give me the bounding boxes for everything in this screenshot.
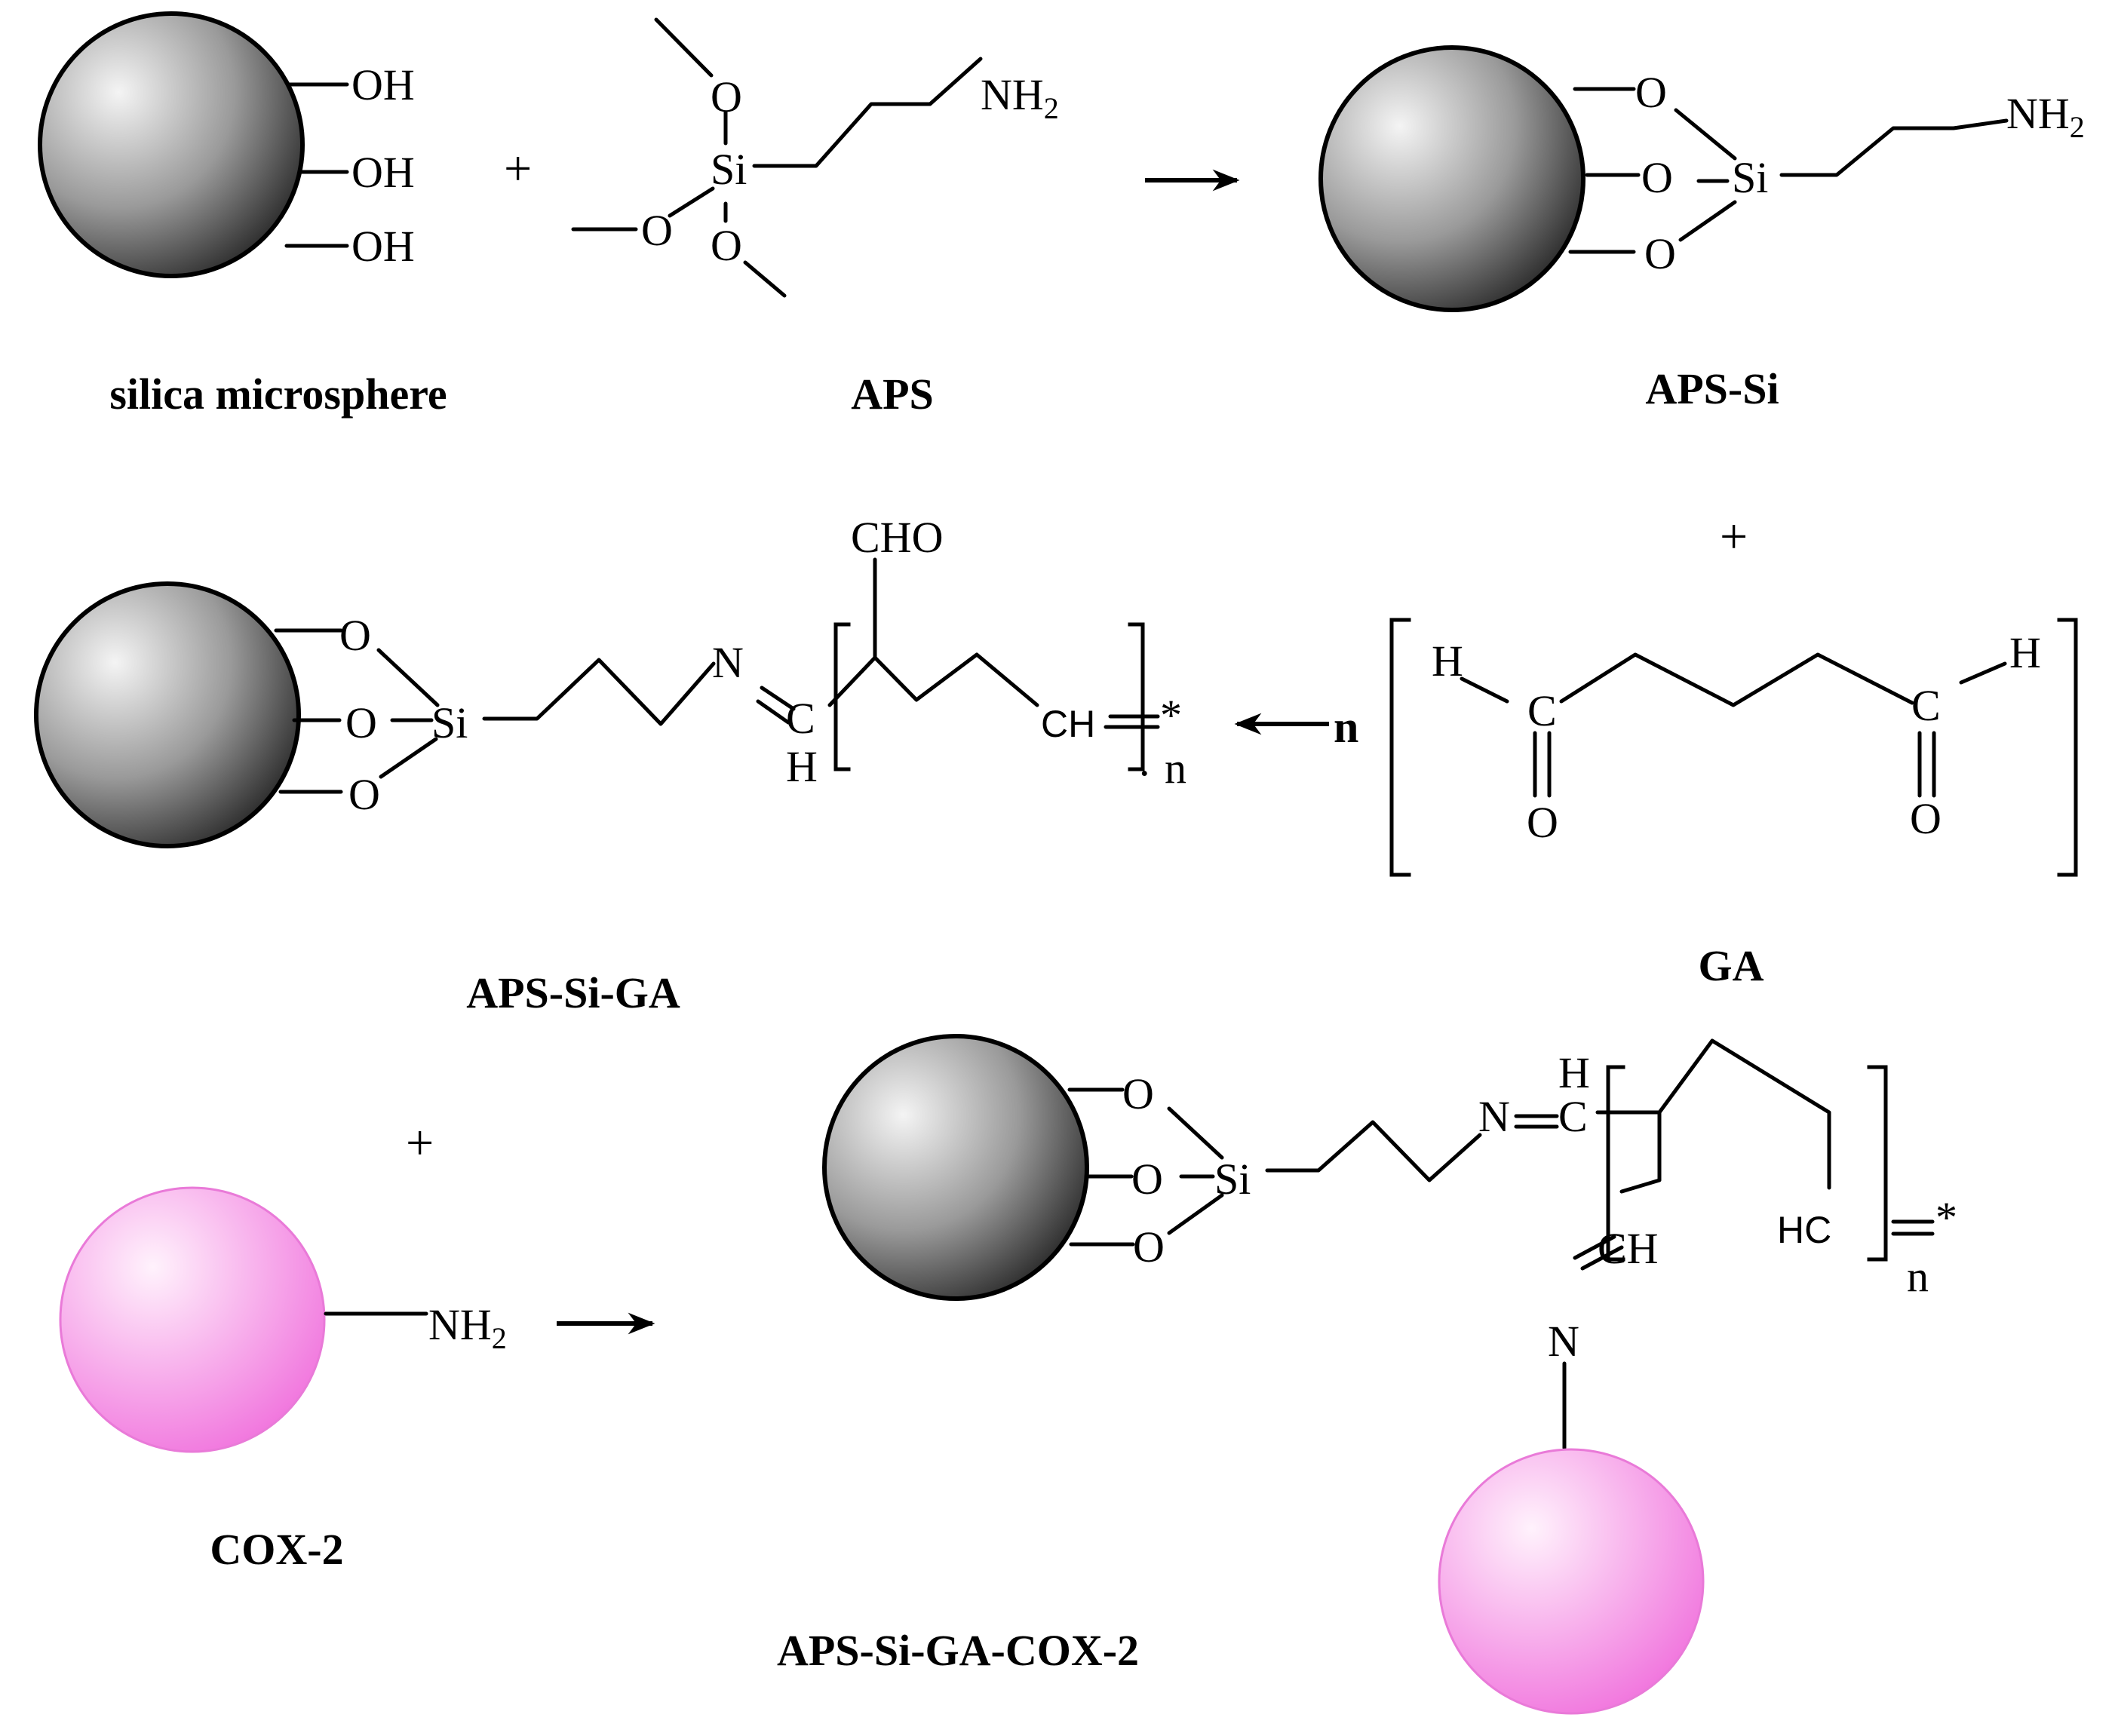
ga-c-right: C	[1911, 681, 1941, 730]
aps-si-ga-ch: CH	[1041, 703, 1095, 745]
aps-si-bonds	[1568, 87, 2009, 254]
aps-si-o-mid: O	[1641, 153, 1673, 202]
aps-o-top: O	[711, 72, 742, 121]
aps-si-ga-si: Si	[431, 698, 468, 747]
aps-si-ga-cox2-n-subscript: n	[1907, 1252, 1929, 1301]
aps-si: Si	[711, 145, 747, 194]
aps-si-ga-cox2-h: H	[1558, 1048, 1590, 1097]
aps-si-ga-cox2-molecule: O O O Si N C H CH N HC * n	[822, 1034, 1957, 1715]
aps-si-ga-cox2-o-top: O	[1122, 1069, 1154, 1118]
silica-sphere	[38, 11, 305, 278]
ga-h-right: H	[2009, 628, 2041, 677]
aps-si-ga-bracket-right	[1128, 622, 1145, 771]
coefficient-n: n	[1334, 702, 1358, 752]
aps-si-ga-cho: CHO	[851, 513, 943, 562]
label-aps-si-ga-cox2: APS-Si-GA-COX-2	[777, 1626, 1139, 1675]
aps-si-sphere	[1318, 45, 1585, 312]
aps-si-ga-cox2-o-mid: O	[1131, 1155, 1163, 1204]
label-aps-si: APS-Si	[1645, 364, 1779, 413]
aps-si-amine: NH2	[2006, 89, 2085, 144]
hydroxyl-label-1: OH	[351, 60, 415, 109]
aps-si-ga-bonds	[274, 557, 1160, 794]
label-aps: APS	[851, 370, 934, 419]
ga-bracket-left	[1389, 618, 1411, 877]
ga-molecule: H C O C O H	[1389, 618, 2078, 877]
aps-si-ga-molecule: O O O Si N C H CHO CH * . n	[34, 513, 1186, 848]
aps-o-bottom: O	[711, 221, 742, 270]
aps-si-ga-c: C	[786, 694, 815, 743]
aps-si-ga-cox2-hc: HC	[1777, 1209, 1831, 1251]
label-ga: GA	[1699, 941, 1764, 990]
aps-si-o-bottom: O	[1644, 229, 1676, 278]
aps-si-ga-cox2-c: C	[1558, 1092, 1588, 1141]
ga-c-left: C	[1527, 686, 1557, 735]
aps-si-ga-cox2-sphere	[822, 1034, 1089, 1301]
aps-si-ga-o-bottom: O	[348, 770, 380, 819]
aps-si-ga-sphere	[34, 581, 301, 848]
aps-si-ga-dot: .	[1139, 736, 1150, 785]
label-cox2: COX-2	[210, 1525, 343, 1574]
aps-si-ga-cox2-bracket-right	[1867, 1065, 1888, 1262]
aps-si-ga-bracket-left	[833, 622, 851, 771]
aps-si-ga-cox2-si: Si	[1214, 1155, 1251, 1204]
silica-microsphere-group: OH OH OH	[38, 11, 415, 278]
hydroxyl-label-2: OH	[351, 148, 415, 197]
aps-si-ga-cox2-n-imine: N	[1478, 1092, 1510, 1141]
ga-h-left: H	[1432, 636, 1463, 686]
plus-sign-3: +	[406, 1115, 434, 1170]
aps-si-ga-h: H	[786, 742, 818, 791]
label-aps-si-ga: APS-Si-GA	[466, 968, 680, 1017]
ga-bonds	[1460, 652, 2007, 798]
aps-si-molecule: O O O Si NH2	[1318, 45, 2085, 312]
aps-si-ga-cox2-n-lower: N	[1548, 1317, 1579, 1366]
aps-si-ga-o-mid: O	[345, 698, 377, 747]
aps-si-ga-cox2-bracket-left	[1606, 1065, 1625, 1262]
hydroxyl-bonds	[284, 82, 349, 248]
aps-si-ga-n: N	[712, 638, 744, 687]
ga-o-right: O	[1910, 794, 1942, 843]
hydroxyl-label-3: OH	[351, 222, 415, 271]
aps-molecule: O Si O O NH2	[571, 17, 1059, 298]
cox2-amine: NH2	[428, 1300, 507, 1355]
plus-sign-1: +	[504, 141, 532, 196]
aps-si-ga-cox2-o-bottom: O	[1133, 1222, 1165, 1271]
aps-si-ga-cox2-bonds	[1067, 1038, 1935, 1450]
aps-si-ga-n-subscript: n	[1165, 744, 1186, 793]
aps-o-left: O	[641, 206, 673, 255]
plus-sign-2: +	[1720, 509, 1748, 564]
aps-si-ga-cox2-star: *	[1935, 1193, 1957, 1242]
aps-amine: NH2	[981, 70, 1059, 125]
cox2-protein: NH2	[59, 1186, 507, 1453]
ga-bracket-right	[2057, 618, 2078, 877]
aps-si-ga-cox2-protein-sphere	[1438, 1448, 1705, 1715]
cox2-sphere	[59, 1186, 326, 1453]
ga-o-left: O	[1527, 798, 1558, 847]
aps-si-si: Si	[1732, 153, 1768, 202]
aps-si-ga-o-top: O	[339, 611, 371, 660]
aps-si-ga-star: *	[1160, 691, 1182, 740]
label-silica-microsphere: silica microsphere	[109, 370, 447, 419]
aps-bonds	[571, 17, 983, 298]
aps-si-o-top: O	[1635, 68, 1667, 117]
